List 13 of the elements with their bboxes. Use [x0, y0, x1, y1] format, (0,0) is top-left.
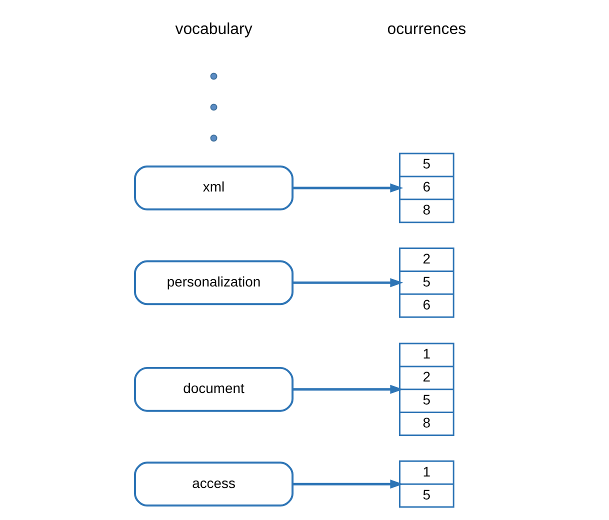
label: vocabulary	[174, 21, 252, 38]
node-box: access	[134, 462, 294, 507]
arrow	[292, 278, 403, 288]
label: ocurrences	[386, 21, 466, 38]
node-circle	[210, 72, 217, 80]
arrow	[292, 384, 403, 394]
node-circle	[210, 104, 217, 111]
node-box: personalization	[134, 260, 294, 306]
node-box: xml	[134, 166, 294, 210]
arrow	[292, 183, 403, 192]
node-box: document	[134, 366, 294, 412]
node-circle	[210, 134, 217, 142]
arrow	[292, 480, 403, 489]
